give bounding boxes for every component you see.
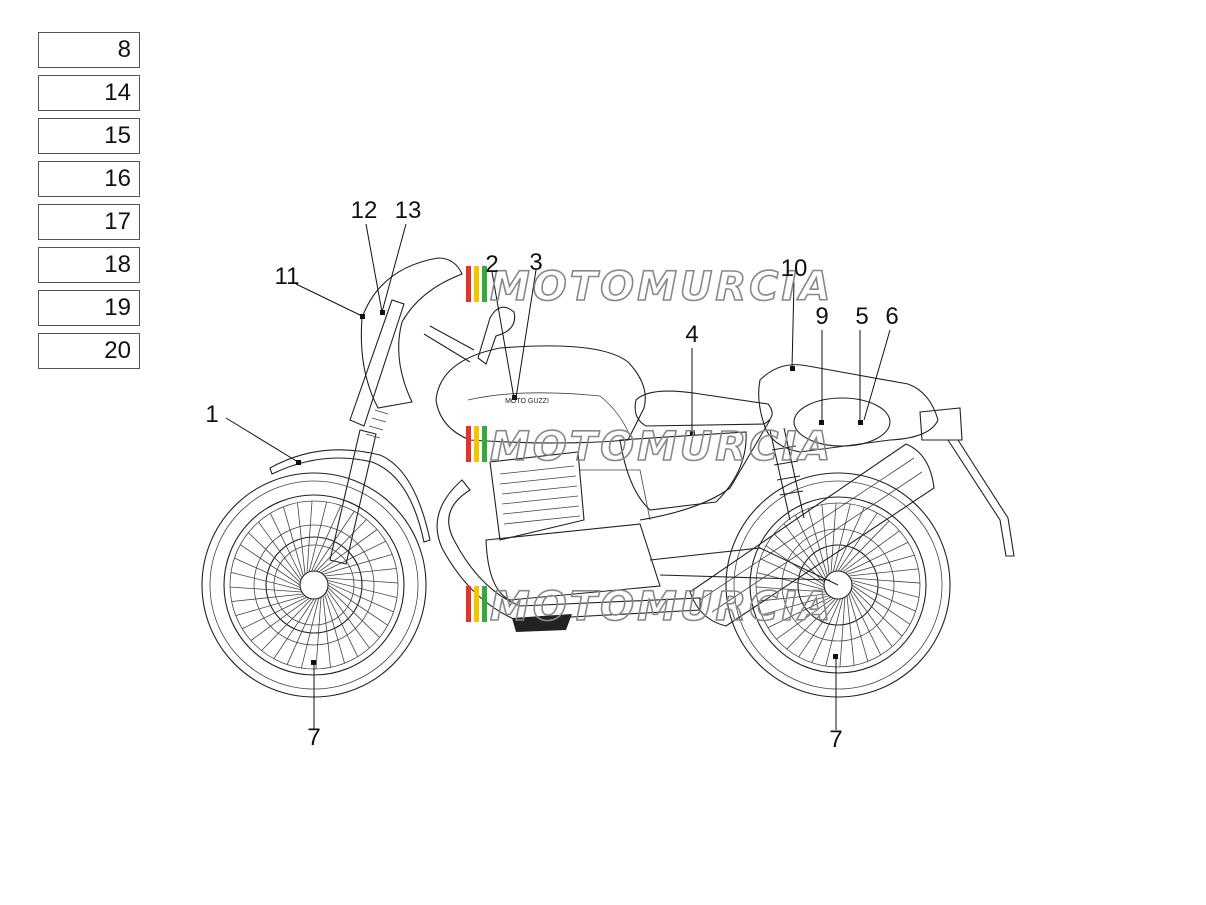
legend-box-number: 14 (104, 79, 131, 106)
legend-box-number: 15 (104, 122, 131, 149)
legend-box-list: 8 14 15 16 17 18 19 20 (38, 32, 140, 376)
rear-light (919, 407, 963, 441)
cafe-fairing (360, 257, 463, 409)
legend-box: 19 (38, 290, 140, 326)
legend-box: 8 (38, 32, 140, 68)
callout-label: 2 (485, 251, 498, 278)
callout-label: 1 (205, 401, 218, 428)
legend-box: 17 (38, 204, 140, 240)
legend-box: 15 (38, 118, 140, 154)
engine (485, 451, 661, 632)
legend-box: 18 (38, 247, 140, 283)
callout-label: 10 (781, 255, 808, 282)
callout-label: 3 (529, 249, 542, 276)
muffler (689, 443, 935, 627)
seat (634, 390, 773, 427)
tank-logo-text: MOTO GUZZI (505, 398, 549, 405)
legend-box-number: 16 (104, 165, 131, 192)
watermark: MOTOMURCIA (466, 423, 833, 471)
legend-box-number: 19 (104, 294, 131, 321)
rear-wheel (725, 472, 951, 698)
legend-box-number: 17 (104, 208, 131, 235)
legend-box-number: 8 (117, 36, 131, 63)
callout-label: 9 (815, 303, 828, 330)
legend-box: 16 (38, 161, 140, 197)
callout-label: 6 (885, 303, 898, 330)
mirror (477, 306, 516, 365)
license-plate-bracket (946, 439, 1015, 557)
watermark-text: MOTOMURCIA (490, 584, 833, 630)
watermark: MOTOMURCIA (466, 583, 833, 631)
rear-shock (769, 427, 805, 521)
callout-label: 7 (307, 724, 320, 751)
callout-label: 12 (351, 197, 378, 224)
handlebar (423, 325, 475, 363)
callout-label: 5 (855, 303, 868, 330)
legend-box: 20 (38, 333, 140, 369)
legend-box: 14 (38, 75, 140, 111)
callout-label: 4 (685, 321, 698, 348)
side-panel-oval (793, 397, 891, 447)
legend-box-number: 20 (104, 337, 131, 364)
watermark-text: MOTOMURCIA (490, 424, 833, 470)
callout-leaders (225, 223, 891, 730)
engine-sump (512, 614, 572, 632)
callout-points (296, 310, 863, 665)
watermark: MOTOMURCIA (466, 263, 833, 311)
legend-box-number: 18 (104, 251, 131, 278)
callout-label: 7 (829, 726, 842, 753)
front-fork (329, 299, 405, 565)
callout-label: 13 (395, 197, 422, 224)
front-brake-disc (253, 524, 375, 646)
watermark-text: MOTOMURCIA (490, 264, 833, 310)
callout-label: 11 (275, 263, 300, 290)
frame (639, 419, 839, 586)
exhaust-header (436, 479, 701, 621)
front-fender (269, 449, 431, 543)
